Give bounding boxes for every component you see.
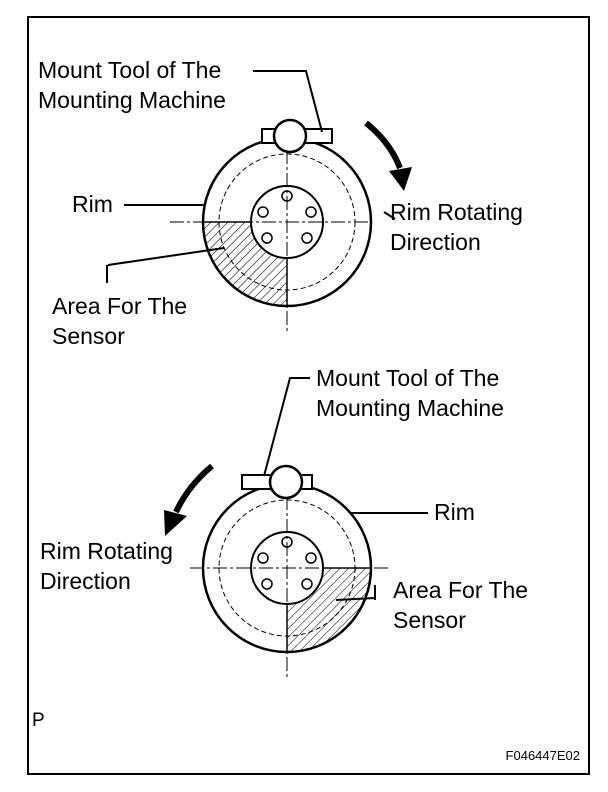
upper-mount-tool-leader — [253, 70, 323, 133]
lower-bolt-hole — [301, 578, 313, 590]
lower-mount-tool-head — [268, 464, 304, 500]
upper-wheel-diagram — [106, 70, 412, 334]
upper-bolt-hole — [305, 206, 317, 218]
upper-rotating-label-line2: Direction — [390, 229, 481, 255]
page-marker: P — [32, 710, 45, 731]
upper-sensor-label-line1: Area For The — [52, 293, 187, 319]
figure-border — [27, 16, 590, 775]
lower-sensor-leader — [335, 597, 376, 601]
lower-rotating-label-line2: Direction — [40, 568, 131, 594]
upper-rotating-leader — [383, 211, 396, 220]
lower-wheel-diagram — [164, 377, 428, 680]
lower-bolt-hole — [261, 578, 273, 590]
lower-sensor-label-line1: Area For The — [393, 577, 528, 603]
upper-sensor-leader — [107, 247, 225, 266]
upper-rotation-arrow — [364, 120, 403, 170]
lower-rotating-label-line1: Rim Rotating — [40, 538, 173, 564]
lower-rotation-arrowhead — [164, 510, 187, 536]
lower-rotation-arrow — [173, 463, 214, 514]
lower-sensor-label-line2: Sensor — [393, 607, 466, 633]
upper-sensor-label-line2: Sensor — [52, 323, 125, 349]
figure-code: F046447E02 — [506, 748, 580, 763]
lower-bolt-hole — [257, 552, 269, 564]
lower-rim-label: Rim — [434, 499, 475, 525]
lower-bolt-hole — [305, 552, 317, 564]
upper-rotating-label-line1: Rim Rotating — [390, 199, 523, 225]
upper-bolt-hole — [257, 206, 269, 218]
lower-mount-tool-label-line1: Mount Tool of The — [316, 365, 499, 391]
upper-mount-tool-label-line1: Mount Tool of The — [38, 57, 221, 83]
upper-mount-tool-label-line2: Mounting Machine — [38, 87, 226, 113]
upper-rim-label: Rim — [72, 191, 113, 217]
upper-rotation-arrowhead — [389, 167, 412, 191]
lower-mount-tool-leader — [263, 377, 310, 477]
upper-bolt-hole — [261, 232, 273, 244]
upper-mount-tool-head — [272, 118, 308, 154]
upper-bolt-hole — [301, 232, 313, 244]
lower-mount-tool-label-line2: Mounting Machine — [316, 395, 504, 421]
